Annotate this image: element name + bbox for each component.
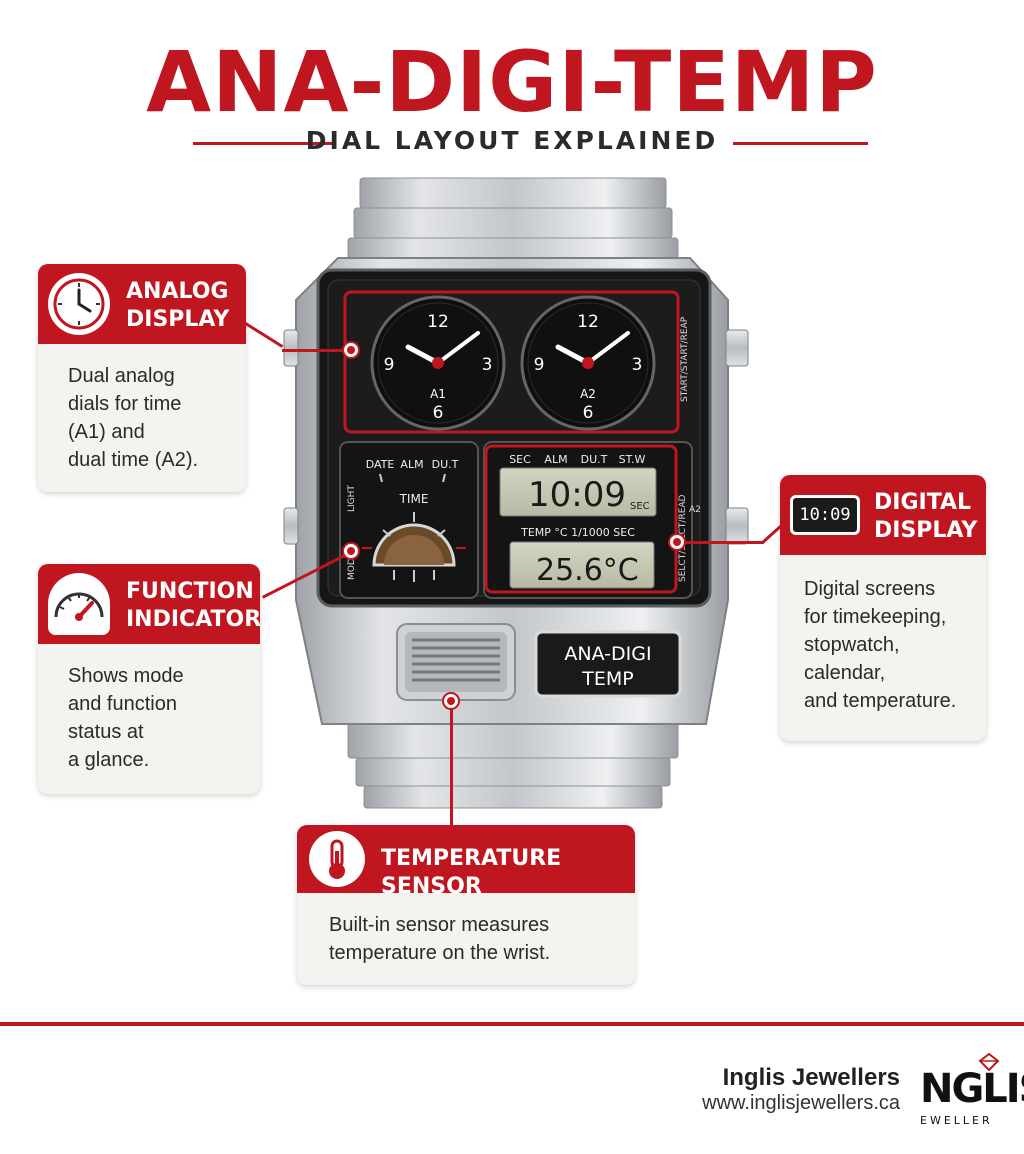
connector-digital [676,541,764,544]
lcd-mode-sec: SEC [509,453,531,466]
mode-label: MODE [347,552,357,580]
side-buttons [283,329,749,545]
time-label: TIME [399,492,429,506]
page-subtitle: DIAL LAYOUT EXPLAINED [305,126,719,155]
dial-left-3: 3 [482,355,493,375]
dial-left-9: 9 [384,355,395,375]
analog-display-card: ANALOG DISPLAY Dual analog dials for tim… [38,264,246,492]
digital-card-body: Digital screens for timekeeping, stopwat… [804,578,957,712]
temperature-card-body: Built-in sensor measures temperature on … [329,914,551,964]
gauge-icon [48,573,110,635]
analog-card-body: Dual analog dials for time (A1) and dual… [68,365,199,471]
side-label-top: START/START/REAP [680,316,690,402]
bracelet-bottom [347,721,679,809]
digital-card-title-2: DISPLAY [874,518,978,543]
digital-highlight-frame [484,444,678,594]
lcd-sub-label: TEMP °C 1/1000 SEC [520,526,635,539]
model-badge: ANA-DIGI TEMP [534,630,682,698]
connector-dot-temperature [444,694,458,708]
subtitle-row: DIAL LAYOUT EXPLAINED [0,124,1024,160]
lcd-time: 10:09 [528,475,626,515]
badge-line1: ANA-DIGI [564,643,651,665]
temperature-sensor-grille [396,623,516,701]
connector-analog-h [282,349,348,352]
watch-illustration: 12 3 6 9 A1 12 3 6 9 A2 START/START/REAP… [283,177,749,809]
dial-left-6: 6 [433,403,444,423]
function-indicator-panel: DATE ALM DU.T TIME LIGHT MODE [339,441,479,599]
dial-right-3: 3 [632,355,643,375]
function-label-alm: ALM [400,458,423,471]
bracelet-top [347,177,679,263]
thermometer-icon [309,831,365,887]
lcd-temp: 25.6°C [536,553,639,588]
analog-dial-left: 12 3 6 9 A1 [370,295,506,431]
connector-dot-function [344,544,358,558]
diamond-icon [978,1052,1000,1072]
connector-dot-digital [670,535,684,549]
light-label: LIGHT [347,485,357,512]
digital-display-card: 10:09 DIGITAL DISPLAY Digital screens fo… [780,475,986,741]
logo-main-text: NGLIS [920,1066,1024,1112]
function-label-date: DATE [366,458,395,471]
side-label-a2: A2 [689,505,701,515]
analog-dial-right: 12 3 6 9 A2 [520,295,656,431]
brand-url[interactable]: www.inglisjewellers.ca [702,1092,900,1114]
lcd-mode-stw: ST.W [619,453,646,466]
dial-right-12: 12 [577,312,599,332]
function-card-title-1: FUNCTION [126,579,254,604]
dial-right-6: 6 [583,403,594,423]
subtitle-rule-right [733,142,868,145]
brand-name: Inglis Jewellers [722,1064,900,1091]
connector-temperature [450,702,453,826]
dial-right-9: 9 [534,355,545,375]
subtitle-rule-left [193,142,333,145]
badge-line2: TEMP [581,668,633,690]
lcd-mode-alm: ALM [544,453,567,466]
logo-sub-text: EWELLER [920,1114,993,1127]
dial-left-12: 12 [427,312,449,332]
clock-icon [48,273,110,335]
temperature-sensor-card: TEMPERATURE SENSOR Built-in sensor measu… [297,825,635,985]
page-title: ANA-DIGI-TEMP [146,33,878,131]
temperature-card-title: TEMPERATURE SENSOR [381,846,562,899]
digital-icon-text: 10:09 [799,505,851,525]
function-label-dut: DU.T [432,458,459,471]
lcd-time-unit: SEC [630,501,650,512]
analog-card-title-1: ANALOG [126,279,229,304]
dial-right-label: A2 [580,387,596,401]
digital-panel: SEC ALM DU.T ST.W 10:09 SEC TEMP °C 1/10… [483,441,701,599]
digital-display-icon: 10:09 [790,495,860,535]
digital-card-title-1: DIGITAL [874,490,972,515]
function-card-body: Shows mode and function status at a glan… [68,665,184,771]
analog-card-title-2: DISPLAY [126,307,230,332]
brand-logo: NGLIS EWELLER [918,1052,1024,1132]
analog-highlight-frame [343,290,680,434]
lcd-mode-dut: DU.T [581,453,608,466]
footer-divider [0,1022,1024,1026]
dial-left-label: A1 [430,387,446,401]
connector-dot-analog [344,343,358,357]
